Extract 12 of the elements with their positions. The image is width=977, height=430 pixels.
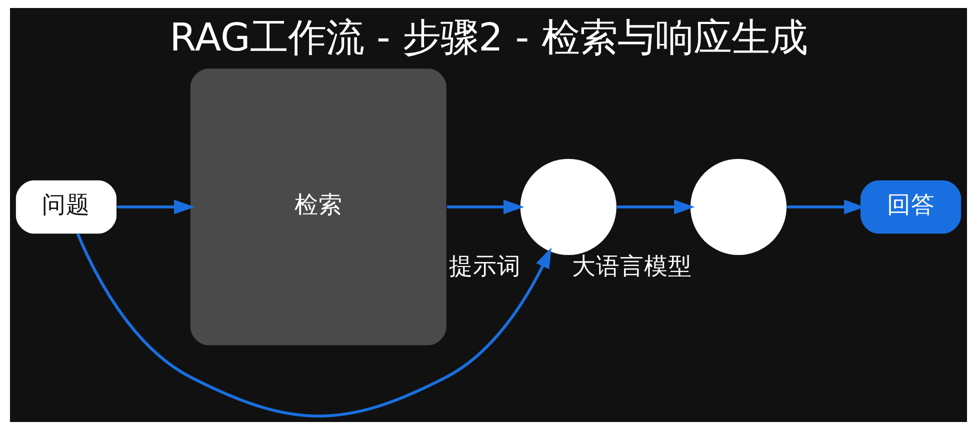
node-circle [520,158,616,256]
node-box: 问题 [16,180,116,234]
arrow [116,200,195,214]
node-circle [690,158,787,256]
node-label: 大语言模型 [572,252,692,280]
node-label: 提示词 [448,252,521,280]
arrow [447,200,524,214]
node-box: 回答 [860,180,962,234]
diagram-title: RAG工作流 - 步骤2 - 检索与响应生成 [170,16,808,61]
arrow [76,233,552,418]
arrow [616,200,695,214]
node-box: 检索 [190,68,446,346]
